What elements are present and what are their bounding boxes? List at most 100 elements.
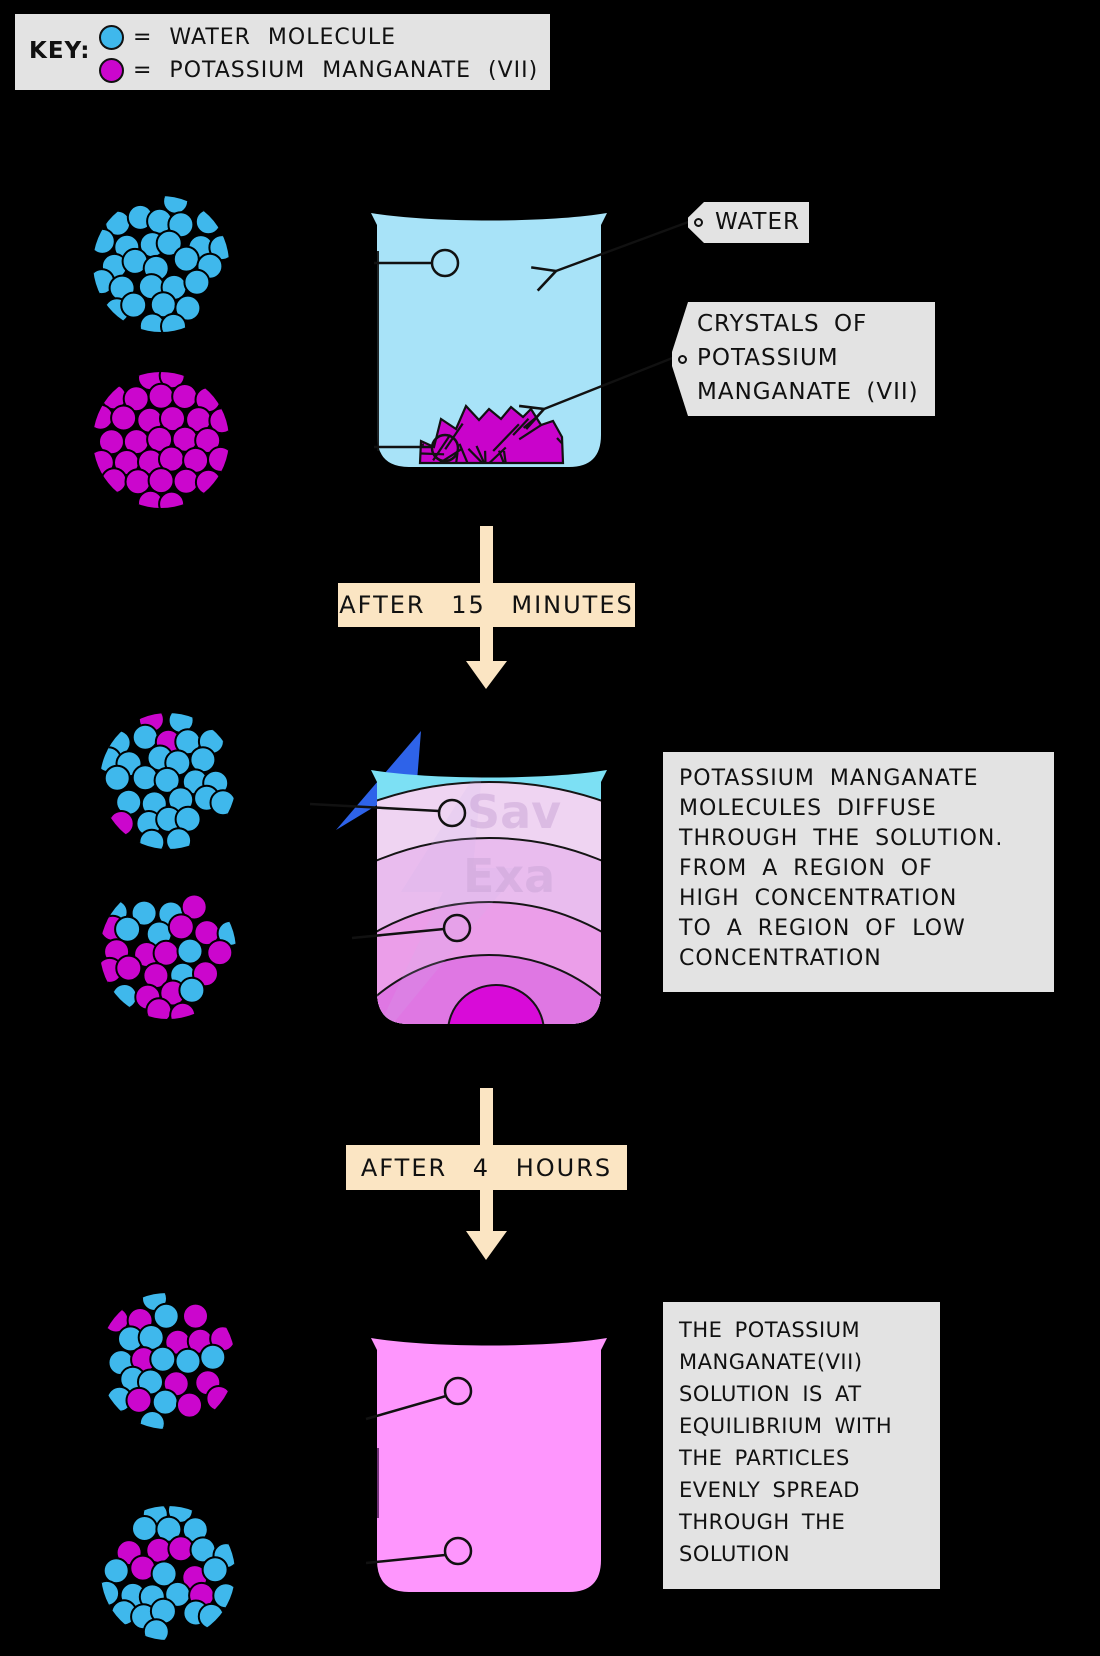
molecule-dot [174,1347,202,1375]
molecule-dot [165,827,193,849]
crystal-facet-line [492,423,520,452]
tag-ring-icon [678,355,687,364]
molecule-dot [174,294,202,322]
molecule-dot [114,915,142,943]
water-molecule-swatch [99,25,124,50]
manganate-swatch [99,58,124,83]
particle-views [93,196,236,1640]
molecule-dot [194,468,222,496]
watermark-bolt-faint-icon [371,770,521,1024]
molecule-dot [131,1515,158,1542]
key-item-label: = POTASSIUM MANGANATE (VII) [133,58,539,83]
magnifier-links [309,248,473,1566]
molecule-dot [120,291,148,319]
magnifier-circle [442,913,472,943]
molecule-dot [194,427,222,454]
particle-view-water-few-manganate [100,713,236,849]
arrow-head [466,661,507,689]
magnifier-circle [443,1536,473,1566]
tag-shape [672,302,935,416]
molecule-dot [205,1385,233,1412]
molecule-dot [101,1579,121,1607]
arrow-shaft [480,1190,493,1233]
crystal-facet-line [484,446,507,463]
molecule-dot [160,312,187,332]
magnifier-circle [430,433,460,463]
crystal-facet-line [458,443,472,463]
beaker-initial [371,213,607,467]
molecule-dot [125,1386,153,1414]
molecule-dot [172,467,200,495]
molecule-dot [201,1556,229,1584]
key-item-manganate: = POTASSIUM MANGANATE (VII) [99,55,538,86]
step-label-after-15-minutes: AFTER 15 MINUTES [338,583,635,627]
key-item-label: = WATER MOLECULE [133,25,397,50]
key-title: KEY: [29,38,91,64]
arrow-shaft [480,1088,493,1145]
crystal-facet-line [502,450,509,463]
molecule-dot [159,405,186,433]
diffusion-band-2 [371,837,607,1024]
watermark-text-1: Sav [467,785,561,839]
molecule-dot [206,939,234,967]
molecule-dot [176,1391,203,1419]
molecule-dot [142,1618,170,1640]
molecule-dot [100,467,128,495]
molecule-dot [158,490,186,508]
molecule-dot [172,245,200,273]
crystal-pile-outline [418,404,565,465]
arrow-shaft [480,627,493,663]
key-legend: KEY: = WATER MOLECULE = POTASSIUM MANGAN… [15,14,550,90]
crystals-tag: CRYSTALS OF POTASSIUM MANGANATE (VII) [672,302,935,416]
molecule-dot [147,467,175,495]
arrow-head [466,1231,507,1260]
beaker3-solution [371,1338,607,1592]
molecule-dot [150,1560,178,1588]
crystals-tag-label: CRYSTALS OF POTASSIUM MANGANATE (VII) [697,311,919,405]
molecule-dot [130,899,158,927]
arrow-shaft [480,526,493,585]
molecule-dot [115,954,143,982]
molecule-dot [209,789,236,817]
crystal-facet-line [497,450,516,463]
watermark-text-2: Exa [463,849,555,903]
molecule-dot [169,1001,197,1019]
step-arrow-after-15-minutes [466,526,507,689]
water-tag: WATER [688,202,809,243]
magnifier-line [351,927,445,940]
particle-view-even-mix-upper [102,1293,235,1429]
molecule-dot [183,268,211,296]
crystal-facet-line [444,422,464,450]
beaker-after-4-hours [371,1338,607,1592]
water-arrow [531,219,692,292]
particle-view-pure-manganate [93,372,229,508]
molecule-dot [102,1557,130,1585]
molecule-dot [207,445,229,473]
molecule-dot [145,997,173,1019]
key-item-water: = WATER MOLECULE [99,22,538,53]
tag-ring-icon [694,218,703,227]
crystal-facet-line [467,448,487,463]
step-arrow-after-4-hours [466,1088,507,1260]
water-tag-label: WATER [715,209,800,235]
molecule-dot [111,983,138,1010]
magnifier-line [365,1394,447,1421]
molecule-dot [171,383,199,410]
step-label-after-4-hours: AFTER 4 HOURS [346,1145,627,1190]
magnifier-circle [437,798,467,828]
molecule-dot [176,937,204,965]
crystals-arrow [518,355,676,430]
molecule-dot [178,976,206,1004]
molecule-dot [93,227,116,255]
molecule-dot [138,828,166,849]
crystal-facet-line [484,450,487,463]
molecule-dot [153,766,181,794]
molecule-dot [103,764,131,792]
description-after-15-minutes: POTASSIUM MANGANATE MOLECULES DIFFUSE TH… [663,752,1054,992]
particle-view-manganate-water-mix [100,893,236,1019]
molecule-dot [152,939,180,967]
crystal-facet-line [451,452,459,463]
molecule-dot [194,208,222,236]
